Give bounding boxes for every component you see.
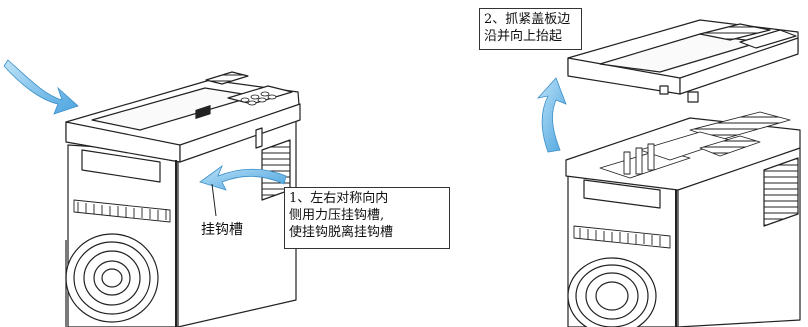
callout-press-hooks: 1、左右对称向内 侧用力压挂钩槽, 使挂钩脱离挂钩槽 <box>284 187 450 249</box>
arrow-lift-up <box>536 77 567 153</box>
hook-slot-label: 挂钩槽 <box>201 222 243 238</box>
leader-hook-slot <box>211 183 217 217</box>
fan-right <box>567 257 657 327</box>
callout-line-1: 1、左右对称向内 <box>289 191 389 206</box>
inverter-right <box>565 111 801 327</box>
callout-line-1: 2、抓紧盖板边 <box>484 12 571 27</box>
callout-line-2: 侧用力压挂钩槽, <box>289 208 385 223</box>
callout-line-3: 使挂钩脱离挂钩槽 <box>289 225 394 240</box>
callout-lift-cover: 2、抓紧盖板边 沿并向上抬起 <box>479 8 582 50</box>
arrow-press-side-left <box>199 164 287 191</box>
arrow-press-top-left <box>3 59 79 115</box>
inverter-left <box>65 71 301 327</box>
fan-left <box>65 233 159 323</box>
cover-lifted <box>567 19 799 103</box>
hook-slot-left <box>195 105 211 119</box>
callout-line-2: 沿并向上抬起 <box>484 29 563 44</box>
